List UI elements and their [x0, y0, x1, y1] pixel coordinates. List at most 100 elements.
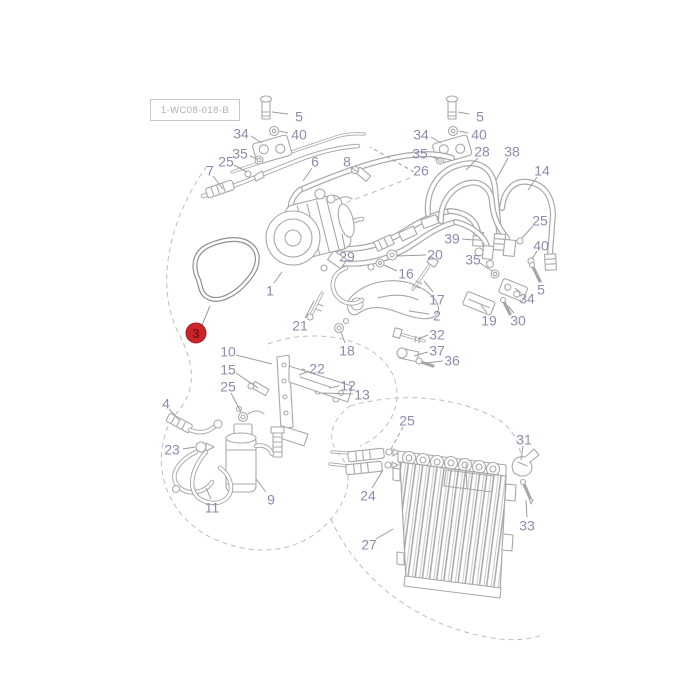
part-label[interactable]: 34: [519, 291, 535, 307]
leader-line: [304, 300, 315, 319]
svg-text:34: 34: [233, 126, 249, 142]
part-label[interactable]: 27: [361, 537, 377, 553]
part-label[interactable]: 18: [339, 343, 355, 359]
part-label[interactable]: 40: [291, 127, 307, 143]
part-label[interactable]: 39: [444, 231, 460, 247]
svg-text:40: 40: [291, 127, 307, 143]
leader-line: [233, 164, 248, 173]
u-hoses-drawing: [424, 160, 557, 283]
part-label[interactable]: 10: [220, 344, 236, 360]
part-label[interactable]: 13: [354, 387, 370, 403]
part-label[interactable]: 33: [519, 518, 535, 534]
part-label[interactable]: 21: [292, 318, 308, 334]
part-label[interactable]: 4: [162, 396, 170, 412]
part-label[interactable]: 23: [164, 442, 180, 458]
leader-line: [413, 351, 429, 357]
leader-line: [340, 331, 346, 344]
svg-text:25: 25: [218, 154, 234, 170]
part-label[interactable]: 6: [311, 154, 319, 170]
svg-text:25: 25: [399, 413, 415, 429]
part-label[interactable]: 30: [510, 313, 526, 329]
part-label[interactable]: 31: [516, 432, 532, 448]
svg-text:5: 5: [476, 109, 484, 125]
highlighted-part-label[interactable]: 3: [185, 322, 207, 344]
part-label[interactable]: 12: [340, 378, 356, 394]
part-label[interactable]: 17: [429, 292, 445, 308]
svg-text:34: 34: [519, 291, 535, 307]
part-label[interactable]: 9: [267, 492, 275, 508]
part-label[interactable]: 35: [465, 252, 481, 268]
svg-text:15: 15: [220, 362, 236, 378]
part-label[interactable]: 32: [429, 327, 445, 343]
svg-text:32: 32: [429, 327, 445, 343]
highlight-badge[interactable]: [185, 322, 207, 344]
svg-text:1: 1: [266, 283, 274, 299]
part-label[interactable]: 7: [206, 163, 214, 179]
leader-line: [235, 372, 259, 389]
part-label[interactable]: 38: [504, 144, 520, 160]
part-label[interactable]: 20: [427, 247, 443, 263]
part-label[interactable]: 37: [429, 343, 445, 359]
leader-line: [201, 305, 211, 326]
svg-text:3: 3: [192, 326, 199, 341]
bracket-right-drawing: [462, 278, 528, 316]
part-label[interactable]: 25: [220, 379, 236, 395]
leader-line: [425, 360, 444, 364]
part-label[interactable]: 25: [218, 154, 234, 170]
diagram-artwork: [160, 95, 557, 641]
part-label[interactable]: 40: [471, 127, 487, 143]
part-label[interactable]: 8: [343, 154, 351, 170]
leader-line: [423, 280, 434, 293]
svg-text:28: 28: [474, 144, 490, 160]
part-label[interactable]: 5: [537, 282, 545, 298]
part-label[interactable]: 40: [533, 238, 549, 254]
svg-text:25: 25: [532, 213, 548, 229]
part-label[interactable]: 25: [399, 413, 415, 429]
part-label[interactable]: 35: [412, 146, 428, 162]
part-label[interactable]: 19: [481, 313, 497, 329]
part-label[interactable]: 26: [413, 163, 429, 179]
part-label[interactable]: 36: [444, 353, 460, 369]
part-label[interactable]: 35: [232, 146, 248, 162]
leader-line: [507, 305, 515, 314]
part-label[interactable]: 14: [534, 163, 550, 179]
leader-lines: [168, 111, 540, 540]
leader-line: [520, 445, 524, 461]
left-hoses-drawing: [165, 413, 234, 506]
svg-text:16: 16: [398, 266, 414, 282]
svg-text:17: 17: [429, 292, 445, 308]
svg-text:40: 40: [471, 127, 487, 143]
part-label[interactable]: 16: [398, 266, 414, 282]
svg-text:24: 24: [360, 488, 376, 504]
part-label[interactable]: 5: [476, 109, 484, 125]
leader-line: [458, 130, 469, 134]
part-label[interactable]: 34: [413, 127, 429, 143]
leader-line: [371, 469, 384, 489]
svg-text:7: 7: [206, 163, 214, 179]
leader-line: [271, 111, 289, 115]
svg-text:27: 27: [361, 537, 377, 553]
svg-text:9: 9: [267, 492, 275, 508]
leader-line: [205, 487, 212, 500]
mount-bracket-drawing: [247, 354, 353, 458]
svg-text:6: 6: [311, 154, 319, 170]
leader-line: [375, 528, 394, 540]
part-label[interactable]: 5: [295, 109, 303, 125]
part-label[interactable]: 34: [233, 126, 249, 142]
leader-line: [278, 130, 289, 134]
part-label[interactable]: 24: [360, 488, 376, 504]
part-label[interactable]: 11: [205, 500, 220, 516]
part-label[interactable]: 1: [266, 283, 274, 299]
leader-line: [230, 392, 242, 413]
part-label[interactable]: 2: [433, 308, 441, 324]
part-label[interactable]: 22: [309, 361, 325, 377]
svg-text:34: 34: [413, 127, 429, 143]
leader-line: [328, 385, 340, 389]
svg-text:36: 36: [444, 353, 460, 369]
part-label[interactable]: 15: [220, 362, 236, 378]
part-label[interactable]: 28: [474, 144, 490, 160]
part-label[interactable]: 29: [339, 249, 355, 265]
part-label[interactable]: 25: [532, 213, 548, 229]
